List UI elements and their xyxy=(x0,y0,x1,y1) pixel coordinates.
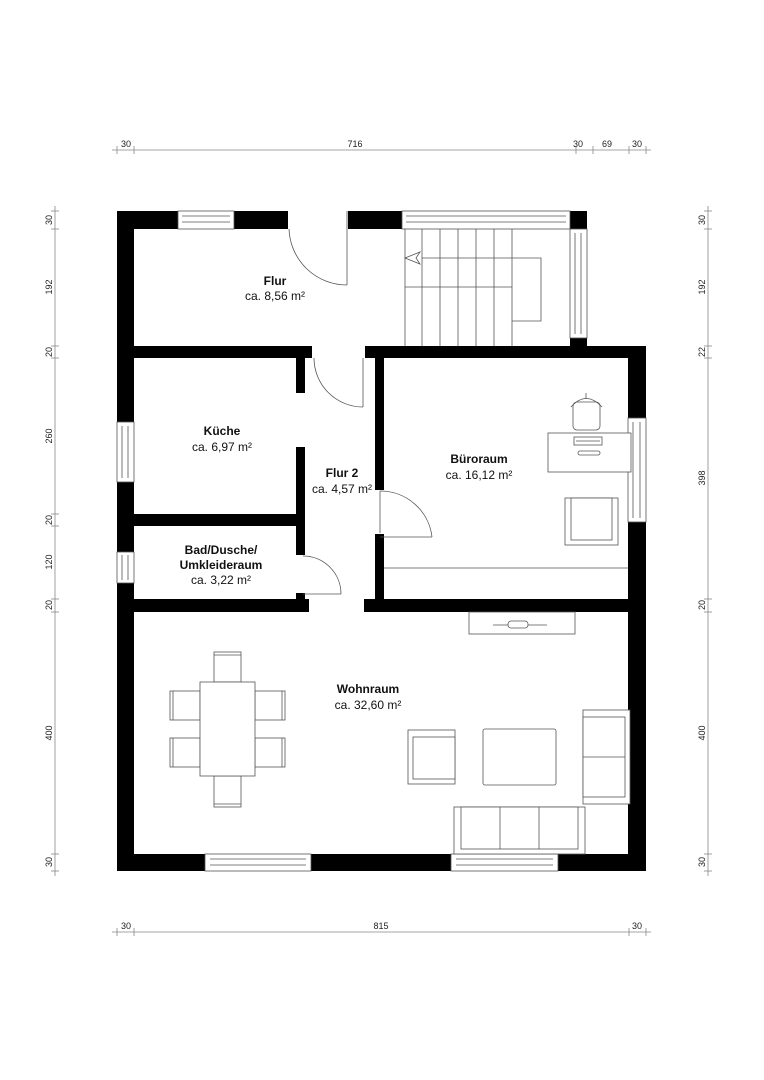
dim-label: 400 xyxy=(44,725,54,740)
window xyxy=(450,853,559,872)
dim-label: 815 xyxy=(373,921,388,931)
dim-label: 30 xyxy=(697,215,707,225)
window xyxy=(401,210,571,230)
dining-set xyxy=(169,651,286,808)
dimension-right: 30 192 22 398 20 400 30 xyxy=(697,206,712,876)
windows xyxy=(116,210,647,872)
armchair xyxy=(407,729,456,785)
room-area: ca. 6,97 m² xyxy=(192,440,252,454)
window xyxy=(177,210,235,230)
door-bad xyxy=(302,555,342,595)
room-bueroraum: Büroraum ca. 16,12 m² xyxy=(446,452,513,482)
room-kueche: Küche ca. 6,97 m² xyxy=(192,424,252,454)
dimension-bottom: 30 815 30 xyxy=(112,921,651,936)
door-flur xyxy=(288,211,348,286)
dim-label: 20 xyxy=(44,600,54,610)
coffee-table xyxy=(482,728,557,786)
room-area: ca. 3,22 m² xyxy=(191,573,251,587)
living-furniture xyxy=(169,611,631,855)
room-area: ca. 8,56 m² xyxy=(245,289,305,303)
door-bueroraum xyxy=(379,490,433,538)
room-flur2: Flur 2 ca. 4,57 m² xyxy=(312,466,372,496)
window xyxy=(116,551,135,584)
window xyxy=(116,421,135,483)
dim-label: 20 xyxy=(44,515,54,525)
room-area: ca. 16,12 m² xyxy=(446,468,513,482)
dim-label: 120 xyxy=(44,554,54,569)
dim-label: 22 xyxy=(697,347,707,357)
dim-label: 30 xyxy=(44,857,54,867)
dining-table xyxy=(199,681,256,777)
stair-arrow-icon xyxy=(403,251,422,265)
room-name: Wohnraum xyxy=(337,682,399,696)
room-flur: Flur ca. 8,56 m² xyxy=(245,274,305,303)
window xyxy=(569,228,588,339)
dim-label: 30 xyxy=(573,139,583,149)
dim-label: 30 xyxy=(121,921,131,931)
office-furniture xyxy=(547,393,632,546)
dim-label: 192 xyxy=(44,279,54,294)
monitor-icon xyxy=(577,450,601,456)
dim-label: 716 xyxy=(347,139,362,149)
dim-label: 20 xyxy=(697,600,707,610)
dim-label: 192 xyxy=(697,279,707,294)
sofa-bottom xyxy=(453,806,586,855)
office-chair xyxy=(570,393,603,431)
dim-label: 260 xyxy=(44,428,54,443)
dimension-top: 30 716 30 69 30 xyxy=(112,139,651,154)
dimension-left: 30 192 20 260 20 120 20 400 30 xyxy=(44,206,59,876)
dim-label: 69 xyxy=(602,139,612,149)
dim-label: 30 xyxy=(697,857,707,867)
dim-label: 30 xyxy=(632,139,642,149)
sofa-right xyxy=(582,709,631,805)
dim-label: 30 xyxy=(121,139,131,149)
dim-label: 400 xyxy=(697,725,707,740)
dim-label: 30 xyxy=(44,215,54,225)
staircase xyxy=(403,229,542,346)
room-name: Bad/Dusche/ xyxy=(185,543,258,557)
dim-label: 20 xyxy=(44,347,54,357)
dim-label: 30 xyxy=(632,921,642,931)
window xyxy=(204,853,312,872)
door-flur2 xyxy=(313,357,364,408)
armchair xyxy=(564,497,619,546)
room-bad: Bad/Dusche/ Umkleideraum ca. 3,22 m² xyxy=(180,543,263,587)
dim-label: 398 xyxy=(697,470,707,485)
room-area: ca. 32,60 m² xyxy=(335,698,402,712)
room-name: Flur 2 xyxy=(326,466,359,480)
room-name: Küche xyxy=(204,424,241,438)
room-area: ca. 4,57 m² xyxy=(312,482,372,496)
room-name: Flur xyxy=(264,274,287,288)
room-name: Umkleideraum xyxy=(180,558,263,572)
room-name: Büroraum xyxy=(450,452,507,466)
doors xyxy=(288,211,433,595)
room-wohnraum: Wohnraum ca. 32,60 m² xyxy=(335,682,402,712)
walls xyxy=(117,211,646,871)
